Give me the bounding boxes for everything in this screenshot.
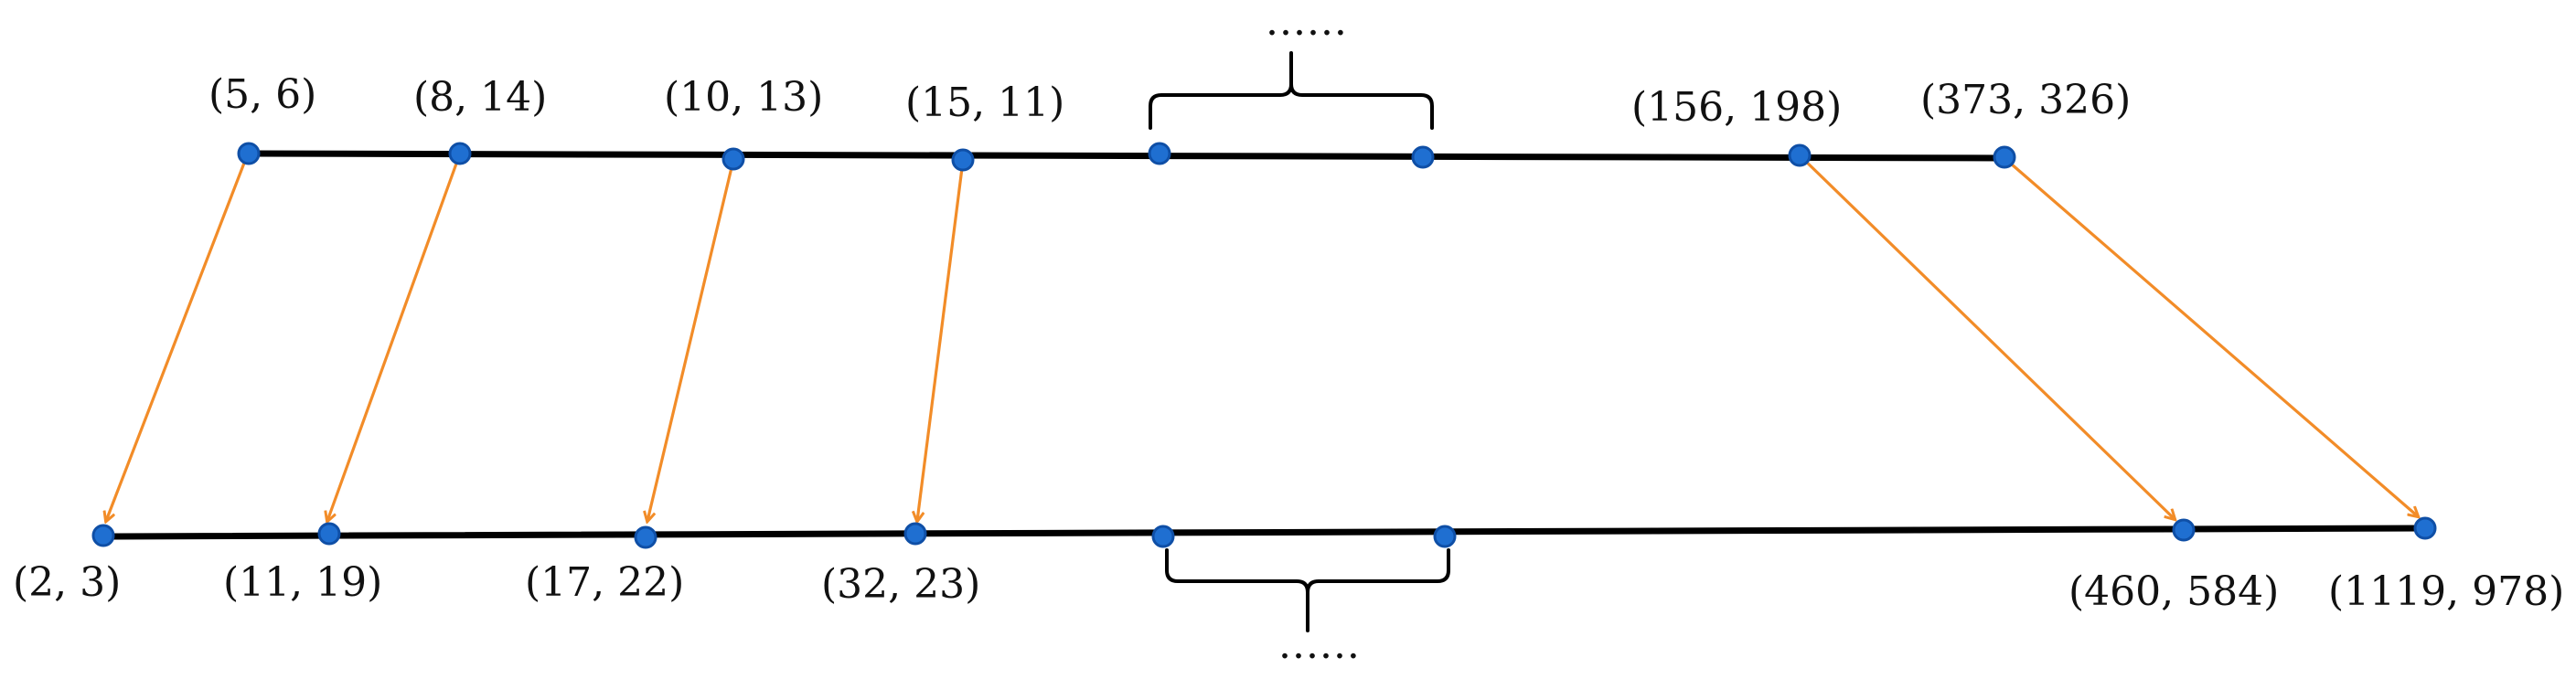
bottom-label-4: (32, 23) — [821, 561, 980, 608]
top-label-6: (373, 326) — [1920, 77, 2131, 123]
mapping-arrow-1 — [106, 153, 250, 521]
mapping-arrow-5 — [1798, 154, 2175, 519]
top-node-4 — [951, 148, 975, 172]
mapping-arrow-6 — [2003, 156, 2418, 516]
top-label-1: (5, 6) — [208, 71, 316, 118]
top-node-3 — [721, 147, 745, 171]
top-ellipsis: ...... — [1266, 0, 1348, 45]
top-node-6 — [1993, 145, 2016, 169]
bottom-node-gap-start — [1151, 525, 1175, 548]
bottom-label-6: (1119, 978) — [2328, 568, 2564, 615]
bottom-node-5 — [2172, 518, 2196, 542]
top-node-5 — [1788, 143, 1812, 167]
top-label-2: (8, 14) — [413, 74, 547, 121]
mapping-arrow-4 — [917, 160, 965, 521]
bottom-gap-brace — [1165, 548, 1450, 632]
bottom-sequence-line — [100, 525, 2429, 540]
top-label-3: (10, 13) — [664, 74, 823, 121]
top-gap-brace — [1149, 51, 1434, 130]
bottom-label-5: (460, 584) — [2068, 568, 2279, 615]
top-label-4: (15, 11) — [905, 80, 1064, 126]
bottom-node-6 — [2413, 516, 2437, 540]
top-node-gap-end — [1411, 145, 1435, 169]
top-label-5: (156, 198) — [1631, 84, 1842, 131]
top-node-2 — [448, 142, 472, 165]
bottom-node-3 — [634, 525, 657, 549]
bottom-node-gap-end — [1433, 525, 1457, 548]
top-node-1 — [237, 142, 261, 165]
bottom-ellipsis: ...... — [1278, 621, 1361, 668]
bottom-node-4 — [903, 522, 927, 546]
bottom-node-1 — [91, 524, 115, 547]
bottom-label-2: (11, 19) — [223, 559, 382, 606]
bottom-label-3: (17, 22) — [525, 559, 684, 606]
mapping-arrow-2 — [327, 153, 462, 521]
top-sequence-line — [245, 150, 2008, 162]
bottom-label-1: (2, 3) — [13, 559, 121, 606]
bottom-node-2 — [317, 522, 341, 546]
top-node-gap-start — [1148, 142, 1171, 165]
mapping-arrow-3 — [647, 159, 735, 521]
